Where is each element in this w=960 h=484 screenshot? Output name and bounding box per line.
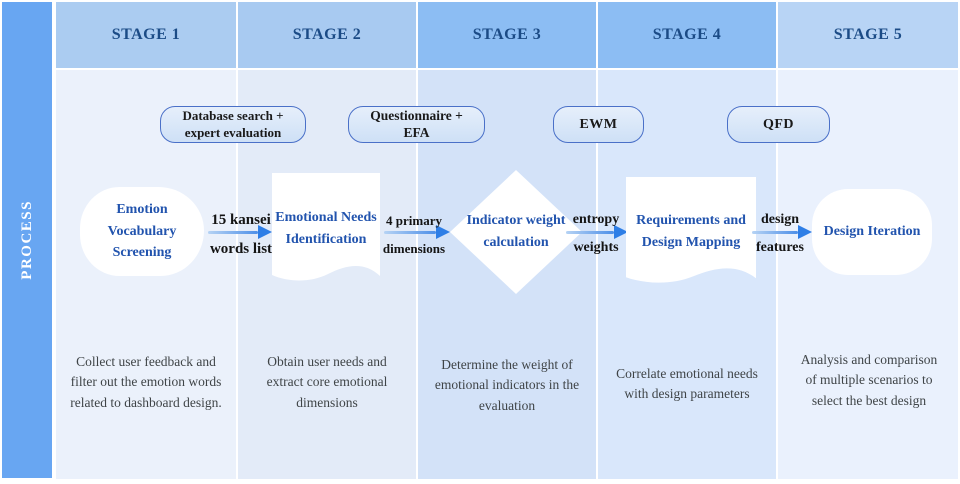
step-label-emotion-vocabulary-screening: Emotion Vocabulary Screening (107, 201, 177, 261)
arrow-4-head-icon (798, 225, 812, 239)
step-shape-emotion-vocabulary-screening (80, 187, 204, 276)
stage-2-header: STAGE 2 (238, 2, 416, 68)
stage-3-description: Determine the weight of emotional indica… (434, 357, 580, 413)
step-shape-emotional-needs-identification (272, 173, 380, 281)
tool-pill-questionnaire-efa: Questionnaire + EFA (348, 106, 485, 143)
arrow-1-label-bottom: words list (209, 241, 273, 257)
arrow-1-head-icon (258, 225, 272, 239)
arrow-1-label-top: 15 kansei (211, 212, 271, 228)
tool-pill-database-search: Database search + expert evaluation (160, 106, 306, 143)
tool-pill-ewm: EWM (553, 106, 644, 143)
stage-5-description: Analysis and comparison of multiple scen… (800, 352, 938, 408)
step-shape-design-iteration (812, 189, 932, 275)
step-label-requirements-design-mapping: Requirements and Design Mapping (636, 213, 746, 250)
arrow-3-label-bottom: weights (573, 240, 619, 255)
stage-1-header: STAGE 1 (56, 2, 236, 68)
arrow-2-label-top: 4 primary (386, 213, 442, 228)
stage-1-description: Collect user feedback and filter out the… (70, 354, 222, 410)
tool-pill-qfd: QFD (727, 106, 830, 143)
arrow-2-shaft (384, 230, 436, 234)
stage-3-header: STAGE 3 (418, 2, 596, 68)
arrow-2-label-bottom: dimensions (382, 241, 446, 256)
step-shape-indicator-weight-calculation (450, 170, 582, 294)
process-sidebar: PROCESS (2, 2, 52, 478)
step-label-indicator-weight-calculation: Indicator weight calculation (466, 213, 566, 250)
arrow-1-shaft (208, 230, 258, 234)
arrow-4-label-bottom: features (756, 240, 804, 255)
step-shape-requirements-design-mapping (626, 177, 756, 283)
stage-4-description: Correlate emotional needs with design pa… (616, 366, 758, 402)
arrow-4-shaft (752, 230, 798, 234)
step-label-design-iteration: Design Iteration (823, 224, 921, 240)
arrow-3-shaft (566, 230, 614, 234)
arrow-3-head-icon (614, 225, 628, 239)
stage-5-header: STAGE 5 (778, 2, 958, 68)
step-label-emotional-needs-identification: Emotional Needs Identification (275, 210, 377, 247)
stage-2-description: Obtain user needs and extract core emoti… (266, 354, 388, 410)
arrow-3-label-top: entropy (572, 212, 620, 227)
arrow-4-label-top: design (760, 212, 800, 227)
process-sidebar-label: PROCESS (18, 200, 35, 280)
arrow-2-head-icon (436, 225, 450, 239)
stage-4-header: STAGE 4 (598, 2, 776, 68)
